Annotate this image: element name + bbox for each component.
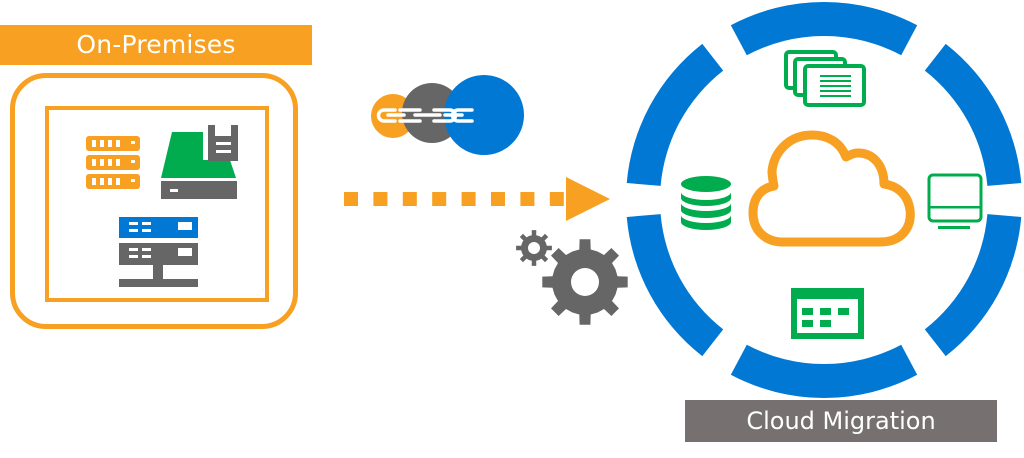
server-rack-icon bbox=[86, 136, 140, 189]
cloud-icon bbox=[748, 130, 915, 247]
ring-segment bbox=[626, 43, 724, 186]
documents-icon bbox=[784, 50, 866, 107]
database-icon bbox=[681, 176, 731, 230]
ring-segment bbox=[924, 214, 1022, 357]
arrow-dash bbox=[373, 192, 388, 206]
calendar-icon bbox=[791, 288, 864, 339]
ring-segment bbox=[730, 344, 918, 398]
chain-link-icon bbox=[371, 75, 524, 155]
arrow-head bbox=[566, 177, 610, 221]
gears-icon bbox=[516, 230, 628, 325]
dotted-arrow-icon bbox=[344, 177, 610, 221]
arrow-dash bbox=[520, 192, 535, 206]
on-premises-inner-box bbox=[45, 106, 269, 302]
small-gear-icon bbox=[516, 230, 552, 266]
arrow-dash bbox=[461, 192, 476, 206]
cloud-migration-title: Cloud Migration bbox=[685, 400, 997, 442]
ring-segment bbox=[626, 214, 724, 357]
ring-segment bbox=[924, 43, 1022, 186]
ring-segment bbox=[730, 2, 918, 56]
on-premises-outer-box bbox=[10, 73, 298, 329]
arrow-dash bbox=[491, 192, 505, 206]
gear-shape bbox=[542, 239, 628, 325]
arrow-dash bbox=[402, 192, 417, 206]
arrow-dash bbox=[549, 192, 564, 206]
arrow-dash bbox=[432, 192, 447, 206]
on-premises-title: On-Premises bbox=[0, 25, 312, 65]
gear-shape bbox=[516, 230, 552, 266]
monitor-icon bbox=[927, 173, 983, 229]
network-server-icon bbox=[119, 217, 198, 287]
storage-drive-icon bbox=[161, 125, 238, 199]
large-gear-icon bbox=[542, 239, 628, 325]
cloud-ring bbox=[626, 2, 1022, 398]
arrow-dash bbox=[344, 192, 358, 206]
